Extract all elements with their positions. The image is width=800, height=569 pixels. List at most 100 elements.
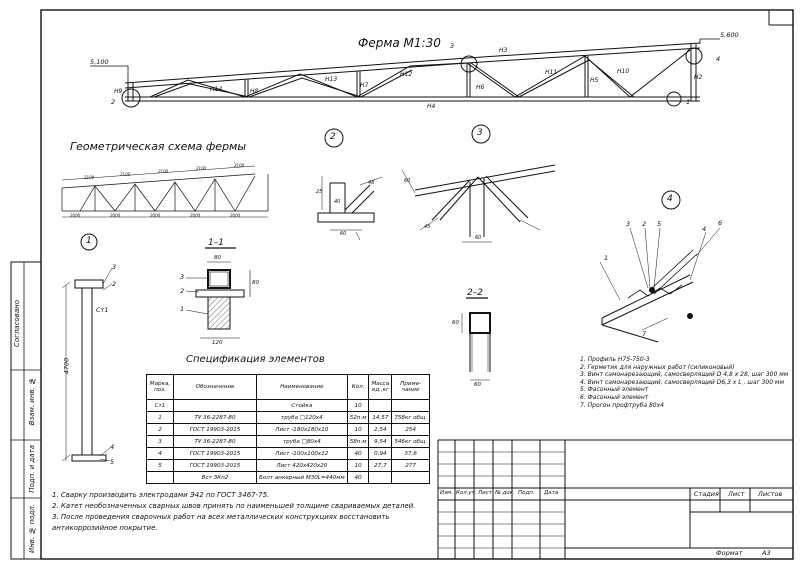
stamp-col-list: Лист bbox=[478, 490, 492, 496]
side-stamp-frame bbox=[10, 261, 42, 560]
member-n8: Н8 bbox=[250, 88, 259, 95]
column-mark-5: 5 bbox=[110, 458, 115, 466]
callout-3: 3 bbox=[450, 42, 455, 50]
spec-cell: 3 bbox=[146, 435, 174, 448]
d4-mark-5: 5 bbox=[657, 220, 662, 228]
d4-mark-1: 1 bbox=[604, 254, 609, 262]
d4-mark-6: 6 bbox=[718, 219, 723, 227]
d4-note-4: 4. Винт самонарезающий, самосверлящий D6… bbox=[580, 378, 784, 386]
member-n10: Н10 bbox=[617, 68, 630, 75]
d2-dim-60: 60 bbox=[340, 231, 347, 237]
elevation-left: 5,100 bbox=[90, 58, 109, 66]
geom-top-dim-2: 2100 bbox=[120, 172, 131, 177]
view-2-label: 2 bbox=[330, 132, 336, 142]
member-n12: Н12 bbox=[400, 71, 413, 78]
section-1-1-label: 1–1 bbox=[208, 238, 224, 248]
spec-cell: Лист -100х100х12 bbox=[256, 447, 348, 460]
spec-cell bbox=[391, 399, 431, 412]
callout-2: 2 bbox=[111, 98, 116, 106]
spec-cell: ТУ 36-2287-80 bbox=[173, 435, 257, 448]
section-2-2-label: 2–2 bbox=[467, 288, 483, 298]
member-n5: Н5 bbox=[590, 77, 599, 84]
side-sign-date: Подп. и дата bbox=[28, 445, 36, 493]
stamp-sheet: Лист bbox=[728, 490, 745, 498]
spec-cell: 1 bbox=[146, 411, 174, 424]
geom-bot-dim-4: 2000 bbox=[190, 213, 201, 218]
view-1-label: 1 bbox=[86, 236, 92, 246]
general-notes: 1. Сварку производить электродами Э42 по… bbox=[52, 490, 415, 534]
s11-mark-1: 1 bbox=[180, 305, 185, 313]
d4-mark-2: 2 bbox=[642, 220, 647, 228]
detail-4-notes: 1. Профиль Н75-750-3 2. Герметик для нар… bbox=[580, 356, 788, 409]
spec-h-mark: Марка, поз. bbox=[146, 374, 174, 400]
geom-top-dim-3: 2100 bbox=[158, 169, 169, 174]
stamp-stage: Стадия bbox=[694, 490, 719, 498]
view-4-label: 4 bbox=[667, 194, 673, 204]
spec-h-name: Наименование bbox=[256, 374, 348, 400]
spec-table: Марка, поз. Обозначение Наименование Кол… bbox=[146, 374, 431, 484]
spec-cell: ГОСТ 19903-2015 bbox=[173, 459, 257, 472]
geom-bot-dim-2: 2000 bbox=[110, 213, 121, 218]
spec-cell: 5 bbox=[146, 459, 174, 472]
spec-cell: Ст1 bbox=[146, 399, 174, 412]
member-n4: Н4 bbox=[427, 103, 436, 110]
spec-cell: труба □120х4 bbox=[256, 411, 348, 424]
spec-cell bbox=[391, 471, 431, 484]
stamp-col-sign: Подп. bbox=[518, 490, 535, 496]
spec-cell: ГОСТ 19903-2015 bbox=[173, 447, 257, 460]
d4-note-5: 5. Фасонный элемент bbox=[580, 386, 649, 394]
spec-h-designation: Обозначение bbox=[173, 374, 257, 400]
column-st1 bbox=[61, 233, 113, 462]
member-n9: Н9 bbox=[114, 88, 123, 95]
spec-cell: 2,54 bbox=[368, 423, 393, 436]
title-block bbox=[437, 439, 793, 559]
geom-top-dim-5: 2100 bbox=[234, 163, 245, 168]
d4-note-6: 6. Фасонный элемент bbox=[580, 393, 649, 401]
spec-cell: 27,7 bbox=[368, 459, 393, 472]
spec-cell: Вст ЗКп2 bbox=[173, 471, 257, 484]
s11-dim-120: 120 bbox=[212, 340, 223, 346]
detail-2 bbox=[317, 128, 383, 241]
d2-dim-25: 25 bbox=[316, 189, 323, 195]
spec-cell: ТУ 36-2287-80 bbox=[173, 411, 257, 424]
member-n14: Н14 bbox=[210, 86, 223, 93]
d4-note-2: 2. Герметик для наружных работ (силиконо… bbox=[580, 363, 735, 371]
geom-bot-dim-3: 2000 bbox=[150, 213, 161, 218]
stamp-sheets: Листов bbox=[758, 490, 783, 498]
column-mark-3: 3 bbox=[112, 263, 117, 271]
spec-h-mass: Масса ед.,кг bbox=[368, 374, 393, 400]
spec-cell bbox=[146, 471, 174, 484]
s11-mark-2: 2 bbox=[180, 287, 185, 295]
geom-top-dim-1: 2100 bbox=[84, 175, 95, 180]
s22-dim-60b: 60 bbox=[474, 382, 481, 388]
spec-cell: 40 bbox=[346, 447, 370, 460]
s11-dim-80b: 80 bbox=[252, 280, 259, 286]
spec-cell: 37,6 bbox=[391, 447, 431, 460]
spec-cell bbox=[368, 399, 393, 412]
spec-cell: Лист 420х420х20 bbox=[256, 459, 348, 472]
spec-cell: 10 bbox=[346, 423, 370, 436]
member-n6: Н6 bbox=[476, 84, 485, 91]
column-label: Ст1 bbox=[96, 306, 109, 314]
d4-mark-7: 7 bbox=[642, 330, 647, 338]
spec-cell: Стойка bbox=[256, 399, 348, 412]
note-3: 3. После проведения сварочных работ на в… bbox=[52, 513, 390, 521]
spec-cell: 9,54 bbox=[368, 435, 393, 448]
member-n7: Н7 bbox=[360, 82, 369, 89]
member-n13: Н13 bbox=[325, 76, 338, 83]
spec-cell: 277 bbox=[391, 459, 431, 472]
geom-top-dim-4: 2100 bbox=[196, 166, 207, 171]
stamp-format: А3 bbox=[762, 549, 771, 557]
d4-mark-4: 4 bbox=[702, 225, 707, 233]
spec-cell: ГОСТ 19903-2015 bbox=[173, 423, 257, 436]
spec-cell: 10 bbox=[346, 399, 370, 412]
d4-note-7: 7. Прогон профтруба 80х4 bbox=[580, 401, 664, 409]
callout-1: 1 bbox=[686, 98, 691, 106]
spec-cell bbox=[173, 399, 257, 412]
spec-cell: 52п.м bbox=[346, 411, 370, 424]
